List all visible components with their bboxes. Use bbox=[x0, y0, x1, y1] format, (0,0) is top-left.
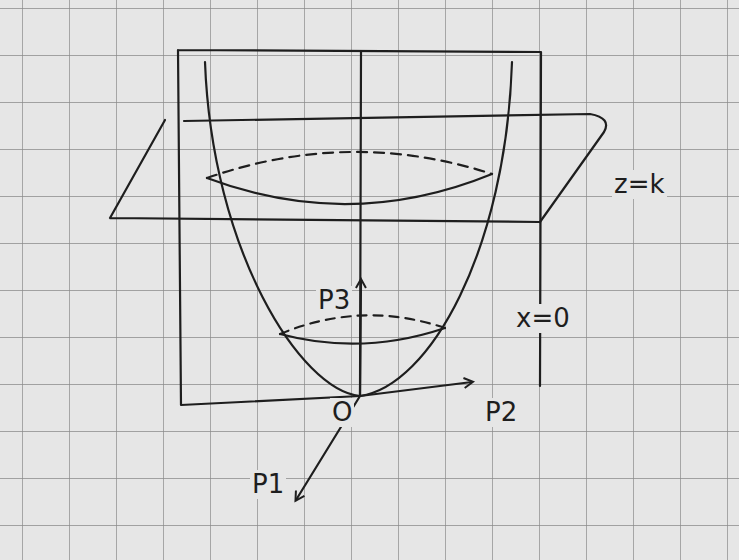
axis-e1 bbox=[296, 396, 360, 500]
level-curve-hidden bbox=[207, 152, 492, 178]
axis-label: P1 bbox=[250, 470, 286, 499]
plane-x0 bbox=[178, 50, 541, 405]
plane-label: x=0 bbox=[514, 304, 572, 333]
axis-label: P2 bbox=[483, 398, 519, 427]
axis-line bbox=[360, 52, 361, 396]
axis-e3 bbox=[360, 280, 361, 396]
plane-label: z=k bbox=[612, 170, 667, 199]
small-curve-hidden bbox=[280, 315, 445, 334]
paraboloid-right bbox=[360, 62, 512, 396]
origin-label: O bbox=[330, 398, 354, 427]
small-curve bbox=[280, 328, 445, 344]
axis-label: P3 bbox=[316, 286, 352, 315]
plane-zk bbox=[110, 114, 606, 222]
paraboloid-left bbox=[205, 62, 360, 396]
axis-e2 bbox=[360, 382, 472, 396]
level-curve bbox=[207, 174, 492, 204]
